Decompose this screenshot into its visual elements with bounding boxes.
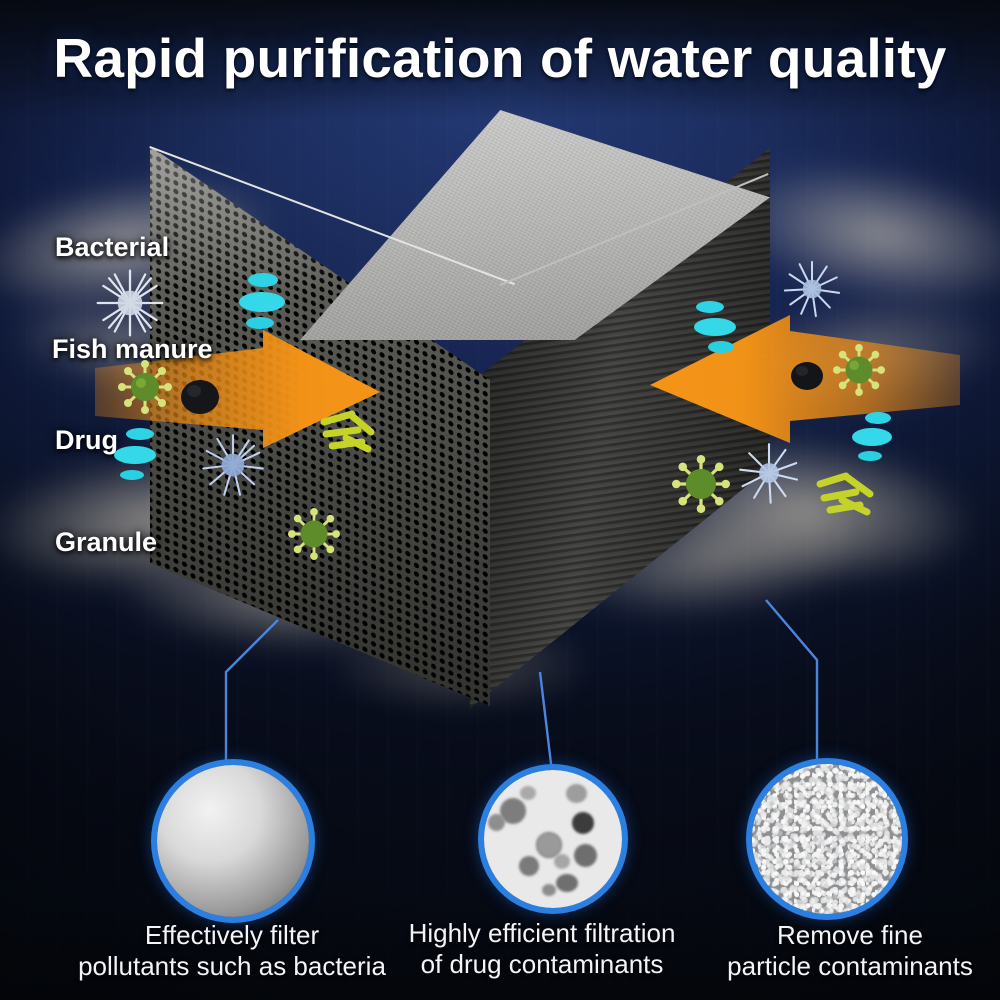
inset-granule — [752, 764, 902, 914]
connector-line-granule — [765, 599, 819, 766]
spiky-virus-icon — [92, 265, 168, 341]
inset-drug — [484, 770, 622, 908]
green-virus-icon — [672, 455, 730, 513]
caption-line: Remove fine — [777, 920, 923, 950]
caption-drug: Highly efficient filtration of drug cont… — [392, 918, 692, 979]
connector-line-bacteria — [224, 619, 279, 770]
label-granule: Granule — [55, 527, 158, 557]
label-bacterial: Bacterial — [55, 232, 170, 262]
green-virus-icon — [288, 508, 340, 560]
drug-pill-icon — [846, 410, 900, 468]
caption-line: Effectively filter — [144, 920, 320, 950]
sem-bacteria-micrograph — [157, 765, 309, 917]
caption-line: pollutants such as bacteria — [78, 950, 386, 981]
dark-granule-icon — [180, 378, 220, 416]
spiky-virus-icon — [198, 430, 268, 500]
drug-pill-icon — [108, 425, 166, 489]
drug-pill-icon — [232, 270, 294, 336]
caption-line: Highly efficient filtration — [408, 918, 676, 948]
drug-particle-micrograph — [484, 770, 622, 908]
spiky-virus-icon — [736, 440, 802, 506]
rod-bacteria-icon — [812, 468, 878, 518]
arrow-inflow-left — [95, 330, 380, 460]
spiky-virus-icon — [781, 258, 843, 320]
drug-pill-icon — [688, 298, 744, 360]
caption-granule: Remove fine particle contaminants — [700, 920, 1000, 981]
caption-line: particle contaminants — [727, 950, 973, 981]
fine-particle-micrograph — [752, 764, 902, 914]
label-fish-manure: Fish manure — [52, 334, 213, 364]
dark-granule-icon — [790, 360, 824, 392]
caption-bacteria: Effectively filter pollutants such as ba… — [42, 920, 422, 981]
rod-bacteria-icon — [316, 408, 378, 456]
green-virus-icon — [118, 360, 172, 414]
inset-bacteria — [157, 765, 309, 917]
connector-line-drug — [538, 671, 554, 773]
label-drug: Drug — [55, 425, 118, 455]
green-virus-icon — [833, 344, 885, 396]
page-title: Rapid purification of water quality — [53, 27, 947, 89]
caption-line: of drug contaminants — [420, 948, 664, 979]
